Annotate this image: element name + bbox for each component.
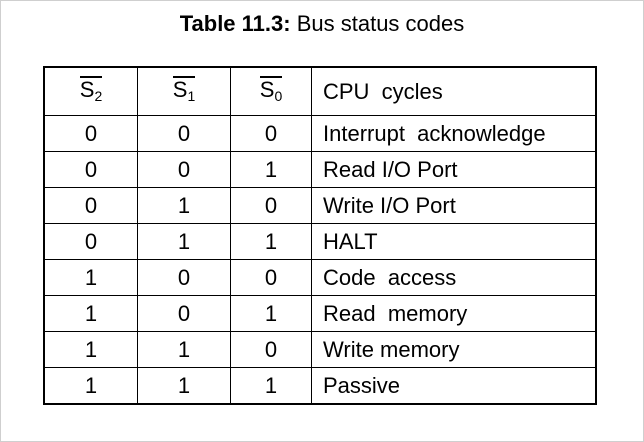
cell-s2: 0 [43,151,138,188]
cell-s1: 0 [137,151,231,188]
cell-s2: 0 [43,115,138,152]
cell-s1: 0 [137,115,231,152]
cell-s0: 0 [230,115,312,152]
cell-s2: 1 [43,331,138,368]
cell-s1: 1 [137,331,231,368]
caption-text: Bus status codes [296,11,465,36]
header-cpu-cycles: CPU cycles [311,66,597,116]
cell-cpu-cycle: Write memory [311,331,597,368]
cell-cpu-cycle: HALT [311,223,597,260]
cell-s0: 1 [230,367,312,405]
cell-s2: 1 [43,295,138,332]
cell-s1: 1 [137,187,231,224]
cell-s0: 1 [230,151,312,188]
cell-s2: 0 [43,223,138,260]
table-caption: Table 11.3: Bus status codes [0,10,644,38]
cell-s0: 1 [230,295,312,332]
cell-s2: 1 [43,367,138,405]
cell-s0: 0 [230,331,312,368]
caption-label: Table 11.3: [179,11,291,36]
cell-s1: 1 [137,223,231,260]
cell-s0: 1 [230,223,312,260]
cell-cpu-cycle: Code access [311,259,597,296]
header-row: S2 S1 S0 CPU cycles [43,66,597,116]
cell-s2: 0 [43,187,138,224]
header-s0: S0 [230,66,312,116]
cell-cpu-cycle: Interrupt acknowledge [311,115,597,152]
cell-s2: 1 [43,259,138,296]
cell-cpu-cycle: Passive [311,367,597,405]
cell-s1: 0 [137,295,231,332]
cell-s1: 0 [137,259,231,296]
cell-s0: 0 [230,187,312,224]
cell-s0: 0 [230,259,312,296]
cell-cpu-cycle: Write I/O Port [311,187,597,224]
cell-cpu-cycle: Read I/O Port [311,151,597,188]
header-s2: S2 [43,66,138,116]
cell-cpu-cycle: Read memory [311,295,597,332]
header-s1: S1 [137,66,231,116]
cell-s1: 1 [137,367,231,405]
